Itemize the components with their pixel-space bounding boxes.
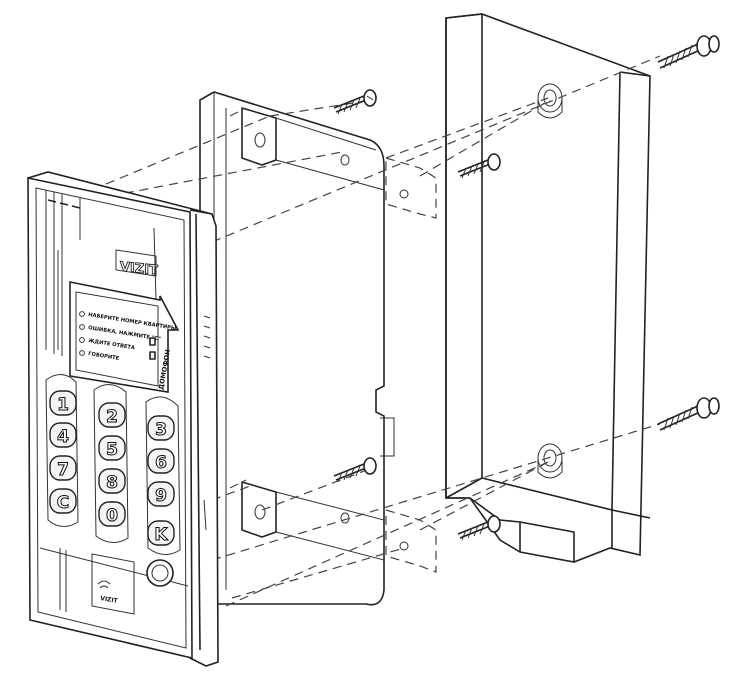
svg-text:0: 0	[106, 506, 118, 526]
key-9[interactable]: 9	[147, 481, 175, 507]
svg-text:1: 1	[57, 395, 69, 415]
key-1[interactable]: 1	[49, 390, 77, 416]
svg-text:4: 4	[57, 427, 69, 447]
key-c[interactable]: C	[49, 488, 77, 514]
key-0[interactable]: 0	[98, 501, 126, 527]
screw-bottom-right	[657, 397, 720, 431]
svg-text:2: 2	[106, 407, 118, 427]
svg-text:K: K	[154, 525, 168, 545]
mounting-plate	[199, 91, 409, 606]
manufacturer-logo: VIZIT	[100, 595, 119, 605]
svg-text:9: 9	[155, 486, 167, 506]
svg-text:3: 3	[155, 420, 167, 440]
alignment-guides	[105, 55, 661, 607]
screw-bottom-mid	[457, 515, 501, 541]
key-5[interactable]: 5	[98, 435, 126, 461]
display-line-4: ГОВОРИТЕ	[88, 351, 120, 362]
brand-logo: VIZIT	[120, 260, 158, 279]
camera-lens	[146, 559, 174, 587]
key-2[interactable]: 2	[98, 402, 126, 428]
screw-bottom-plate	[333, 457, 377, 483]
svg-text:C: C	[57, 493, 69, 513]
keypad: 1 2 3 4 5 6 7 8	[45, 374, 181, 555]
svg-text:7: 7	[57, 460, 69, 480]
key-8[interactable]: 8	[98, 468, 126, 494]
key-6[interactable]: 6	[147, 448, 175, 474]
screw-top-right	[657, 35, 720, 69]
svg-text:5: 5	[106, 440, 118, 460]
screw-top-plate	[333, 89, 377, 115]
svg-text:8: 8	[106, 473, 118, 493]
screw-top-mid	[457, 153, 501, 179]
key-7[interactable]: 7	[49, 455, 77, 481]
key-3[interactable]: 3	[147, 415, 175, 441]
key-4[interactable]: 4	[49, 422, 77, 448]
svg-text:6: 6	[155, 453, 167, 473]
brand-plate: VIZIT	[115, 227, 159, 301]
rfid-reader-area: VIZIT	[91, 553, 135, 615]
info-display: НАБЕРИТЕ НОМЕР КВАРТИРЫ ОШИБКА, НАЖМИТЕ …	[69, 281, 180, 393]
key-k[interactable]: K	[147, 520, 175, 546]
